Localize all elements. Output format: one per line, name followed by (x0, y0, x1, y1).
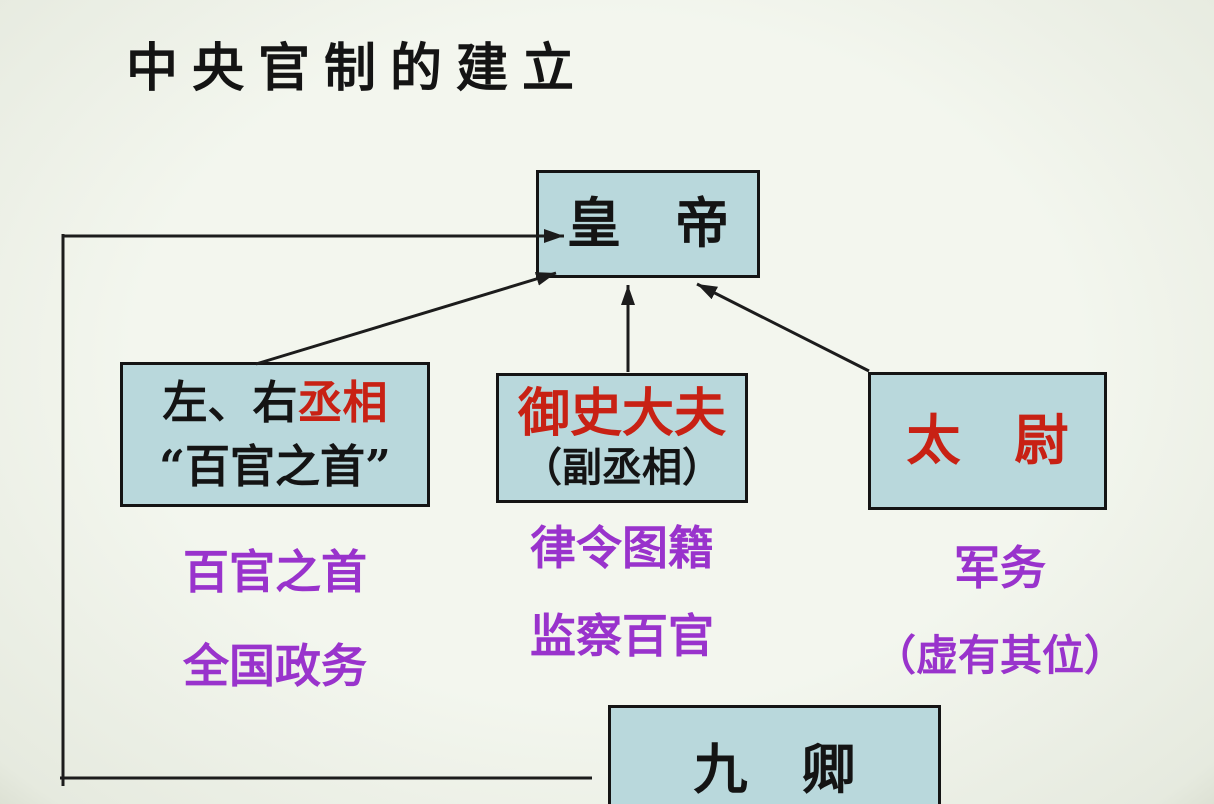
taiwei-note-2: （虚有其位） (873, 631, 1126, 680)
chancellor-note-2: 全国政务 (183, 639, 367, 693)
chancellor-title: 左、右丞相 (162, 371, 387, 435)
chancellor-note-1: 百官之首 (183, 545, 367, 599)
taiwei-label: 太 尉 (906, 408, 1069, 473)
emperor-box: 皇 帝 (536, 170, 760, 278)
emperor-label: 皇 帝 (567, 191, 729, 256)
taiwei-note-1: 军务 (954, 541, 1046, 595)
chancellor-subtitle: “百官之首” (159, 439, 391, 493)
censor-box: 御史大夫 （副丞相） (496, 373, 748, 503)
chancellor-box: 左、右丞相 “百官之首” (120, 362, 430, 507)
censor-subtitle: （副丞相） (522, 443, 722, 491)
nine-ministers-box: 九 卿 (608, 705, 941, 804)
taiwei-box: 太 尉 (868, 372, 1107, 510)
nine-ministers-label: 九 卿 (693, 737, 856, 802)
arrow-taiwei-to-emperor (696, 282, 870, 373)
arrow-chancellor-to-emperor (255, 271, 557, 366)
censor-note-2: 监察百官 (530, 609, 714, 663)
chancellor-title-red: 丞相 (297, 375, 388, 429)
slide-title: 中央官制的建立 (126, 38, 589, 99)
chancellor-title-black: 左、右 (162, 375, 298, 429)
censor-title: 御史大夫 (517, 383, 726, 445)
censor-note-1: 律令图籍 (530, 521, 714, 575)
